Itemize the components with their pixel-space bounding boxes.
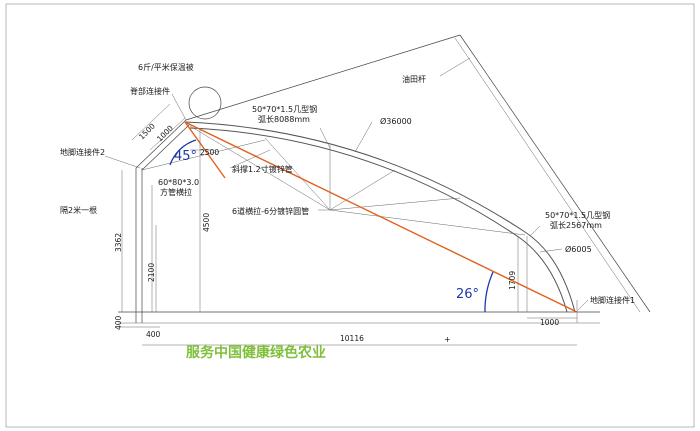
leader-steel-lower: [529, 225, 541, 237]
label-foot-connector-1: 地脚连接件1: [590, 295, 635, 305]
angle-arc-bottom: [484, 271, 494, 313]
label-tie-2: 方管横拉: [160, 187, 192, 197]
dim-2100: 2100: [147, 263, 156, 282]
label-steel-lower-2: 弧长2567mm: [550, 220, 602, 230]
leader-foot1: [577, 299, 589, 311]
back-roof-line-2: [141, 123, 191, 171]
dim-3362: 3362: [114, 233, 123, 252]
dim-line-1500: [131, 103, 171, 141]
dim-400-v: 400: [114, 315, 123, 330]
dim-line-1000t: [149, 117, 186, 151]
sun-angle-line: [184, 121, 578, 313]
truss-brace: [329, 169, 396, 211]
leader-foot2: [104, 155, 141, 169]
leader-steel-upper: [319, 127, 331, 149]
angle-arc-top: [169, 139, 197, 166]
label-pipe: 油田杆: [402, 74, 426, 84]
dim-4500: 4500: [202, 213, 211, 232]
dim-1000-bottom: 1000: [540, 318, 559, 327]
label-dia-top: Ø36000: [380, 116, 412, 126]
label-steel-upper-1: 50*70*1.5几型钢: [252, 104, 317, 114]
rail-line-upper: [185, 34, 461, 121]
truss-brace: [141, 139, 266, 171]
label-tie-1: 60*80*3.0: [158, 178, 199, 187]
label-brace: 斜撑1.2寸镀锌管: [232, 164, 293, 174]
label-steel-lower-1: 50*70*1.5几型钢: [545, 210, 610, 220]
label-foot-connector-2: 地脚连接件2: [60, 147, 105, 157]
leader-ridge: [171, 93, 187, 121]
truss-brace: [264, 137, 331, 211]
truss-brace: [329, 209, 526, 236]
label-ridge-connector: 脊部连接件: [130, 86, 170, 96]
leader-dia-top: [354, 121, 373, 153]
label-cross-ties: 6道横拉-6分镀锌圆管: [232, 206, 309, 216]
main-arch-inner: [189, 127, 568, 313]
plus-mark: +: [444, 335, 451, 344]
truss-brace: [329, 197, 461, 211]
blanket-roll: [188, 86, 222, 120]
leader-brace: [229, 149, 271, 169]
angle-bottom: 26°: [456, 287, 479, 302]
dim-10116: 10116: [340, 334, 364, 343]
dim-1709: 1709: [508, 271, 517, 290]
label-dia-lower: Ø6005: [565, 244, 592, 254]
dim-2500: 2500: [200, 148, 219, 157]
rail-line-outer: [459, 34, 651, 313]
label-blanket: 6斤/平米保温被: [138, 62, 194, 72]
slogan: 服务中国健康绿色农业: [186, 344, 326, 361]
angle-top: 45°: [174, 149, 197, 164]
pipe-leader: [439, 57, 471, 77]
dim-400-h: 400: [146, 330, 161, 339]
label-steel-upper-2: 弧长8088mm: [258, 114, 310, 124]
rail-line-inner: [454, 37, 641, 313]
drawing-frame: [5, 3, 695, 428]
truss-brace: [189, 125, 331, 211]
dim-1500: 1500: [137, 121, 157, 141]
label-spacing: 隔2米一根: [60, 205, 97, 215]
back-roof-line: [135, 119, 187, 169]
main-arch: [185, 121, 576, 313]
leader-dia-lower: [539, 248, 563, 253]
